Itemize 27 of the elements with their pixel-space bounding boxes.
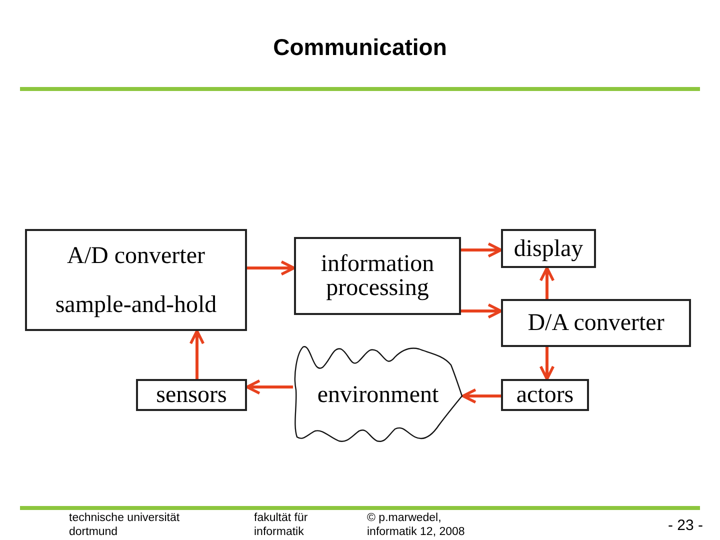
footer-text: © p.marwedel, informatik 12, 2008: [367, 511, 466, 540]
node-label: sample-and-hold: [54, 292, 218, 316]
node-label: environment: [316, 383, 440, 407]
node-label: actors: [515, 383, 575, 407]
arrow: [246, 379, 293, 395]
arrow: [539, 347, 555, 380]
footer-text: technische universität dortmund: [69, 511, 181, 540]
arrow: [461, 242, 502, 258]
process-box: [294, 237, 461, 315]
node-label: information processing: [320, 252, 436, 300]
arrow: [461, 303, 502, 319]
footer-text: - 23 -: [668, 517, 704, 536]
arrow: [539, 266, 555, 299]
node-label: display: [512, 236, 584, 260]
footer-text: fakultät für informatik: [254, 511, 309, 540]
title: Communication: [272, 33, 448, 62]
arrow: [462, 388, 501, 404]
converter-box: [501, 299, 691, 347]
node-label: sensors: [155, 383, 228, 407]
actor-box: [501, 379, 589, 411]
node-label: A/D converter: [66, 244, 206, 268]
sensor-box: [136, 379, 247, 411]
display-box: [501, 229, 596, 268]
converter-box: [25, 229, 247, 331]
arrow: [247, 260, 296, 276]
arrow: [189, 330, 205, 379]
node-label: D/A converter: [526, 311, 666, 335]
